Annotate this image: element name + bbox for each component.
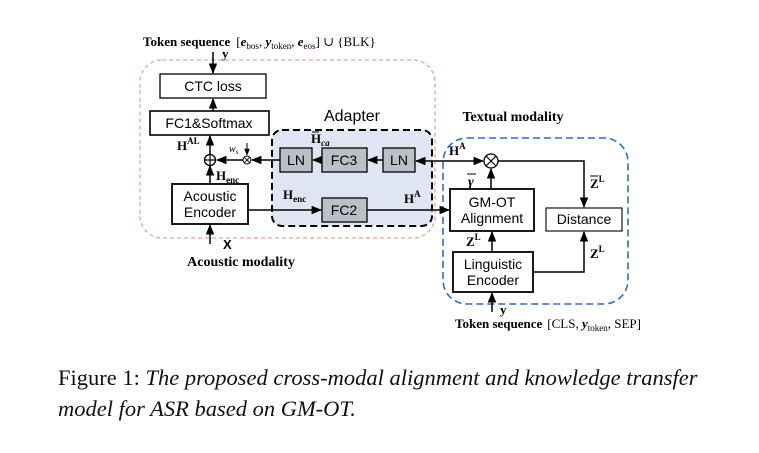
- caption-text: The proposed cross-modal alignment and k…: [58, 365, 698, 421]
- bottom-y-label: y: [500, 302, 507, 317]
- figure-caption: Figure 1: The proposed cross-modal align…: [58, 362, 748, 424]
- z-right-label: ZL: [590, 244, 605, 261]
- arrow-multiply-to-distance: [498, 160, 589, 209]
- fc3-label: FC3: [331, 152, 358, 168]
- acoustic-modality-region: [139, 59, 436, 239]
- linguistic-encoder-block: [452, 251, 534, 293]
- textual-modality-region: [442, 137, 629, 305]
- ln-left-label: LN: [287, 152, 305, 168]
- top-y-label: y: [222, 46, 229, 61]
- h-a-mid-label: HA: [404, 189, 421, 206]
- h-ca-label: Hca: [311, 131, 330, 148]
- ws-label: ws: [229, 144, 239, 156]
- acoustic-modality-title: Acoustic modality: [187, 255, 295, 270]
- gamma-label: γ: [468, 175, 474, 190]
- h-enc-mid-label: Henc: [283, 187, 306, 204]
- fc2-block: [321, 197, 368, 223]
- acoustic-encoder-block: [171, 183, 249, 225]
- h-a-right-label: HA: [449, 141, 466, 158]
- ws-node-x2: [243, 156, 251, 164]
- ctc-loss-label: CTC loss: [184, 78, 242, 94]
- caption-prefix: Figure 1:: [58, 365, 146, 390]
- h-enc-left-label: Henc: [216, 168, 239, 185]
- fc1-softmax-label: FC1&Softmax: [165, 115, 252, 131]
- h-al-label: HAL: [177, 136, 200, 153]
- fc2-label: FC2: [331, 202, 358, 218]
- top-token-sequence: Token sequence[ebos, ytoken, eeos] ∪ {BL…: [143, 34, 376, 51]
- arrow-linguistic-to-distance: [533, 230, 589, 273]
- z-left-label: ZL: [466, 232, 481, 249]
- ln-left-block: [279, 147, 313, 173]
- ln-right-label: LN: [390, 152, 408, 168]
- z-tilde-label: ZL: [590, 174, 605, 191]
- fc1-softmax-block: [149, 110, 270, 136]
- x-input-label: X: [223, 237, 232, 252]
- transport-node-x2: [485, 155, 497, 167]
- fc3-block: [321, 147, 368, 173]
- bottom-token-sequence: Token sequence[CLS, ytoken, SEP]: [455, 316, 641, 333]
- textual-modality-title: Textual modality: [463, 110, 564, 125]
- ln-right-block: [382, 147, 416, 173]
- adapter-title: Adapter: [324, 108, 381, 125]
- distance-label: Distance: [557, 211, 612, 227]
